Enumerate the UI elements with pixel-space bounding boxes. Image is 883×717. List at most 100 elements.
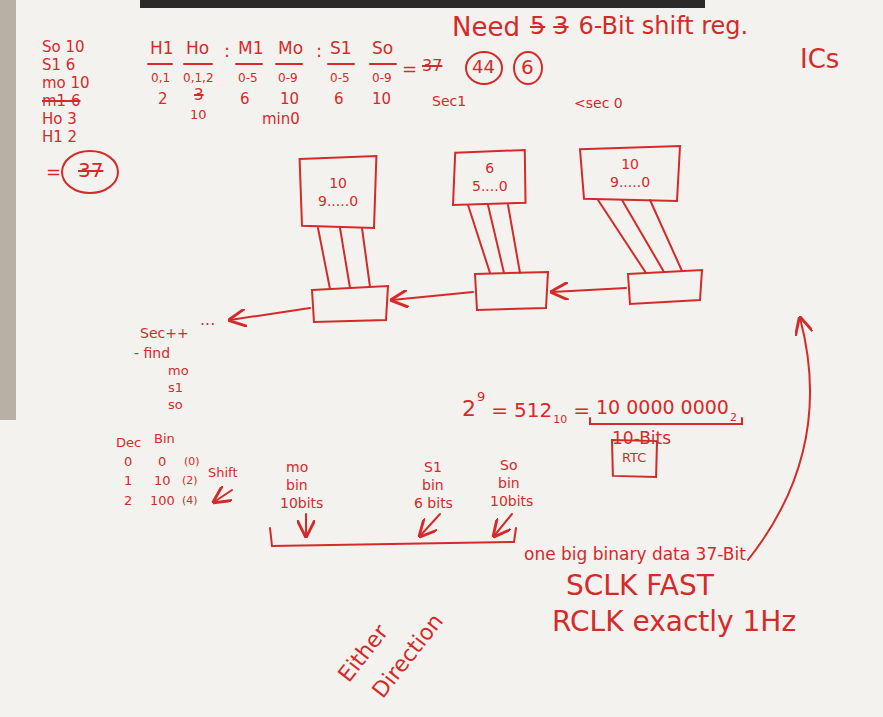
note-text: 0-9 xyxy=(278,72,298,84)
note-text: = xyxy=(46,163,61,181)
note-text: : xyxy=(316,42,322,60)
scribble-circle xyxy=(62,151,118,193)
clock-arrow xyxy=(748,318,810,560)
note-text: 10 xyxy=(280,92,299,107)
note-text: s1 xyxy=(168,381,183,394)
note-text: SCLK FAST xyxy=(566,572,714,600)
note-text: 512 xyxy=(514,400,552,420)
note-text: 0 xyxy=(124,455,132,468)
box-outline xyxy=(580,146,680,201)
note-text: ICs xyxy=(800,46,839,72)
note-text: 6 bits xyxy=(414,496,453,510)
box-text: 10 xyxy=(318,175,358,193)
note-text: 37 xyxy=(78,160,103,180)
note-text: Dec xyxy=(116,436,141,449)
note-text: S1 xyxy=(330,40,352,57)
note-text: Sec1 xyxy=(432,94,466,108)
photo-edge xyxy=(0,0,16,420)
note-text: 9 xyxy=(477,390,485,403)
down-arrow xyxy=(494,514,512,536)
box-text: 5....0 xyxy=(472,178,508,196)
note-text: 6 xyxy=(334,92,344,107)
note-text: ... xyxy=(200,312,215,328)
note-text: H1 2 xyxy=(42,130,77,145)
note-text: 0-5 xyxy=(330,72,350,84)
note-text: Ho 3 xyxy=(42,112,77,127)
note-text: Need xyxy=(452,14,520,40)
note-text: 0,1 xyxy=(151,72,170,84)
note-text: 3 xyxy=(553,14,568,38)
note-text: 10 xyxy=(372,92,391,107)
note-text: mo 10 xyxy=(42,76,90,91)
shift-arrow xyxy=(552,288,626,292)
note-text: bin xyxy=(286,478,308,492)
note-text: mo xyxy=(286,460,308,474)
note-text: bin xyxy=(422,478,444,492)
register-box xyxy=(312,286,388,322)
note-text: 0,1,2 xyxy=(183,72,214,84)
note-text: 6 xyxy=(521,57,534,77)
note-text: 5 xyxy=(530,14,545,38)
note-text: 2 xyxy=(730,412,737,423)
note-text: <sec 0 xyxy=(574,96,623,110)
note-text: (0) xyxy=(184,456,200,467)
box-outline xyxy=(612,440,657,477)
note-text: m1 6 xyxy=(42,94,80,109)
note-text: bin xyxy=(498,476,520,490)
note-text: 2 xyxy=(158,92,168,107)
note-text: = xyxy=(573,400,590,420)
down-arrow xyxy=(420,514,440,536)
register-input-box: 65....0 xyxy=(453,150,527,205)
note-text: min0 xyxy=(262,112,300,127)
box-outline xyxy=(453,150,526,205)
note-text: H1 xyxy=(150,40,174,57)
merge-bracket xyxy=(270,528,516,546)
box-text: 10 xyxy=(610,156,650,174)
register-box xyxy=(628,270,702,304)
box-text: 9.....0 xyxy=(318,193,358,211)
note-text: Shift xyxy=(208,466,238,479)
note-text: So xyxy=(372,40,393,57)
note-text: RCLK exactly 1Hz xyxy=(552,608,796,636)
clock-box: RTC xyxy=(612,440,657,477)
note-text: 10 xyxy=(190,108,207,121)
note-text: So 10 xyxy=(42,40,85,55)
shift-arrow xyxy=(230,308,310,320)
note-text: 0 xyxy=(158,455,166,468)
note-text: 2 xyxy=(462,398,476,420)
note-text: 37 xyxy=(422,58,442,74)
note-text: one big binary data 37-Bit xyxy=(524,546,746,563)
note-text: Sec++ xyxy=(140,326,189,340)
note-text: (2) xyxy=(182,475,198,486)
note-text: 10-Bits xyxy=(612,430,671,447)
note-text: 0-9 xyxy=(372,72,392,84)
register-box xyxy=(475,272,548,310)
photo-edge xyxy=(140,0,705,8)
shift-note-arrow xyxy=(214,490,232,502)
wire xyxy=(318,228,370,289)
note-text: So xyxy=(500,458,517,472)
note-text: = xyxy=(402,60,417,78)
note-text: 1 xyxy=(124,474,132,487)
note-text: (4) xyxy=(182,495,198,506)
note-text: 6 xyxy=(240,92,250,107)
note-text: 10bits xyxy=(490,494,533,508)
note-text: 10bits xyxy=(280,496,323,510)
note-text: 2 xyxy=(124,494,132,507)
note-text: : xyxy=(224,42,230,60)
note-text: 44 xyxy=(472,58,495,76)
box-text: 9.....0 xyxy=(610,174,650,192)
note-text: Mo xyxy=(278,40,303,57)
note-text: 0-5 xyxy=(238,72,258,84)
circle-mark xyxy=(514,52,542,84)
register-input-box: 109.....0 xyxy=(580,146,680,201)
box-outline xyxy=(298,156,378,228)
down-arrow xyxy=(305,514,307,536)
note-text: 10 xyxy=(154,474,171,487)
note-text: 10 0000 0000 xyxy=(596,398,729,417)
box-outline xyxy=(300,156,377,228)
note-text: M1 xyxy=(238,40,263,57)
bit-bracket xyxy=(590,418,742,424)
note-text: = xyxy=(491,400,508,420)
note-text: 3 xyxy=(194,88,204,103)
